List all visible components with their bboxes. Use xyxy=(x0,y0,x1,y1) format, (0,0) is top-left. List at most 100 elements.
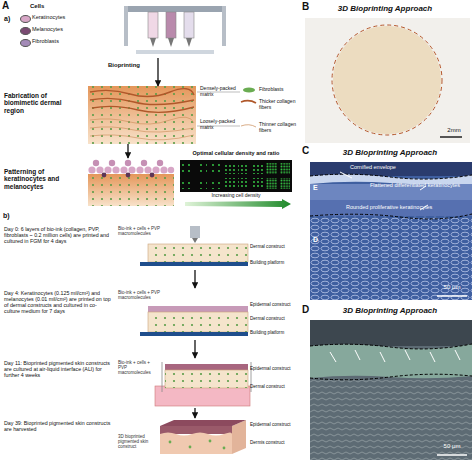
node-text: Bioprinting xyxy=(108,62,152,69)
bioprinting-step: Bioprinting xyxy=(120,4,230,58)
day-stage: Day 39: Bioprinted pigmented skin constr… xyxy=(118,418,268,460)
immunostain-image xyxy=(310,320,472,346)
bioprinter xyxy=(166,12,176,38)
figure-label: A xyxy=(2,0,16,12)
patterning-step: Patterning of keratinocytes and melanocy… xyxy=(88,158,174,206)
immunostain-image xyxy=(310,380,472,460)
day0-construct xyxy=(192,238,198,243)
dermal-matrix xyxy=(88,86,196,144)
fluorescence-grid xyxy=(252,163,263,174)
bioprinter xyxy=(124,6,226,54)
legend-row: Fibroblasts xyxy=(20,38,82,50)
histology-image xyxy=(310,162,472,176)
dermal-matrix xyxy=(241,125,256,127)
day4-construct xyxy=(148,312,248,332)
node-text: Rounded proliferative keratinocytes xyxy=(346,204,458,210)
day11-construct xyxy=(162,362,163,392)
figure-label: b) xyxy=(3,212,17,220)
node-text: 50 μm xyxy=(432,284,472,291)
gross-photo xyxy=(332,25,442,135)
fluorescence-grid xyxy=(180,160,292,192)
node-text: Dermal construct xyxy=(250,316,298,321)
node-text: D xyxy=(313,236,323,244)
cell-swatch xyxy=(20,15,31,23)
gross-photo xyxy=(440,136,462,138)
day0-construct xyxy=(148,244,248,262)
day4-construct xyxy=(140,306,248,336)
bioprinter xyxy=(136,50,214,54)
legend-row: Melanocytes xyxy=(20,26,82,38)
dermal-matrix xyxy=(90,89,194,113)
patterned-construct xyxy=(88,174,174,206)
flow-arrow xyxy=(127,144,128,158)
figure-label: Fibroblasts xyxy=(259,87,299,93)
legend-text: Fibroblasts xyxy=(32,38,82,44)
immunostain-image xyxy=(310,320,472,460)
patterned-construct xyxy=(96,166,103,173)
skin-tissue-block xyxy=(169,441,172,444)
day0-construct xyxy=(148,244,248,262)
bioprinter xyxy=(150,38,192,47)
day0-construct xyxy=(140,262,248,266)
patterned-construct xyxy=(126,173,131,178)
node-text: Optimal cellular density and ratio xyxy=(180,150,292,156)
fluorescence-grid xyxy=(180,160,292,209)
node-text: Building platform xyxy=(250,330,298,335)
node-text: 3D Bioprinting Approach xyxy=(305,148,474,157)
cell-swatch xyxy=(20,39,31,47)
skin-tissue-block xyxy=(209,440,212,443)
figure-label: a) xyxy=(4,15,18,23)
cell-swatch xyxy=(20,27,31,35)
immunostain-image xyxy=(310,320,472,460)
node-text: Epidermal construct xyxy=(250,302,298,307)
histology-image xyxy=(310,162,472,300)
skin-tissue-block xyxy=(160,433,232,455)
fluorescence-grid xyxy=(224,178,235,189)
gross-photo xyxy=(305,18,470,143)
day11-construct xyxy=(165,370,248,388)
day0-construct xyxy=(190,226,200,238)
patterned-construct xyxy=(112,166,119,173)
node-text: Epidermal construct xyxy=(250,422,298,427)
patterned-construct xyxy=(88,160,174,206)
node-text: 3D Bioprinting Approach xyxy=(300,4,470,13)
node-text: Densely-packed matrix xyxy=(200,86,244,98)
patterned-construct xyxy=(152,166,159,173)
flow-arrow xyxy=(194,340,195,358)
day-stage: Day 0: 6 layers of bio-ink (collagen, PV… xyxy=(118,224,268,270)
fluorescence-grid xyxy=(266,178,277,189)
bioprinter xyxy=(124,6,128,46)
skin-tissue-block xyxy=(160,420,246,426)
node-text: Cornified envelope xyxy=(350,164,420,170)
node-text: Epidermal construct xyxy=(250,366,298,371)
node-text: Increasing cell density xyxy=(180,193,292,199)
histology-image xyxy=(310,174,472,179)
legend-row: Keratinocytes xyxy=(20,14,82,26)
node-text: 3D Bioprinting Approach xyxy=(305,306,474,315)
flow-arrow xyxy=(157,58,158,86)
dermal-matrix xyxy=(241,101,256,103)
day4-construct xyxy=(148,306,248,312)
figure-label: B xyxy=(302,1,314,13)
photo-panel: 3D Bioprinting Approach2mm xyxy=(305,18,470,143)
skin-tissue-block xyxy=(232,420,246,454)
patterned-construct xyxy=(93,160,99,166)
node-text: Bio-ink + cells + PVP macromolecules xyxy=(118,226,160,236)
day-stage: Day 11: Bioprinted pigmented skin constr… xyxy=(118,358,268,408)
dermal-matrix xyxy=(88,86,256,144)
legend-text: Melanocytes xyxy=(32,26,82,32)
figure-label: Thinner collagen fibers xyxy=(259,122,299,134)
day11-construct xyxy=(155,386,250,406)
fluorescence-grid xyxy=(210,163,221,174)
patterned-construct xyxy=(168,167,174,173)
node-text: Bio-ink + cells + PVP macromolecules xyxy=(118,360,158,376)
fluorescence-grid xyxy=(266,163,277,174)
patterned-construct xyxy=(125,160,131,166)
histology-panel: 3D Bioprinting ApproachCornified envelop… xyxy=(310,162,472,300)
node-text: E xyxy=(313,184,323,192)
patterned-construct xyxy=(120,166,127,173)
patterned-construct xyxy=(160,166,167,173)
skin-tissue-block xyxy=(223,447,226,450)
bioprinter xyxy=(222,6,226,46)
